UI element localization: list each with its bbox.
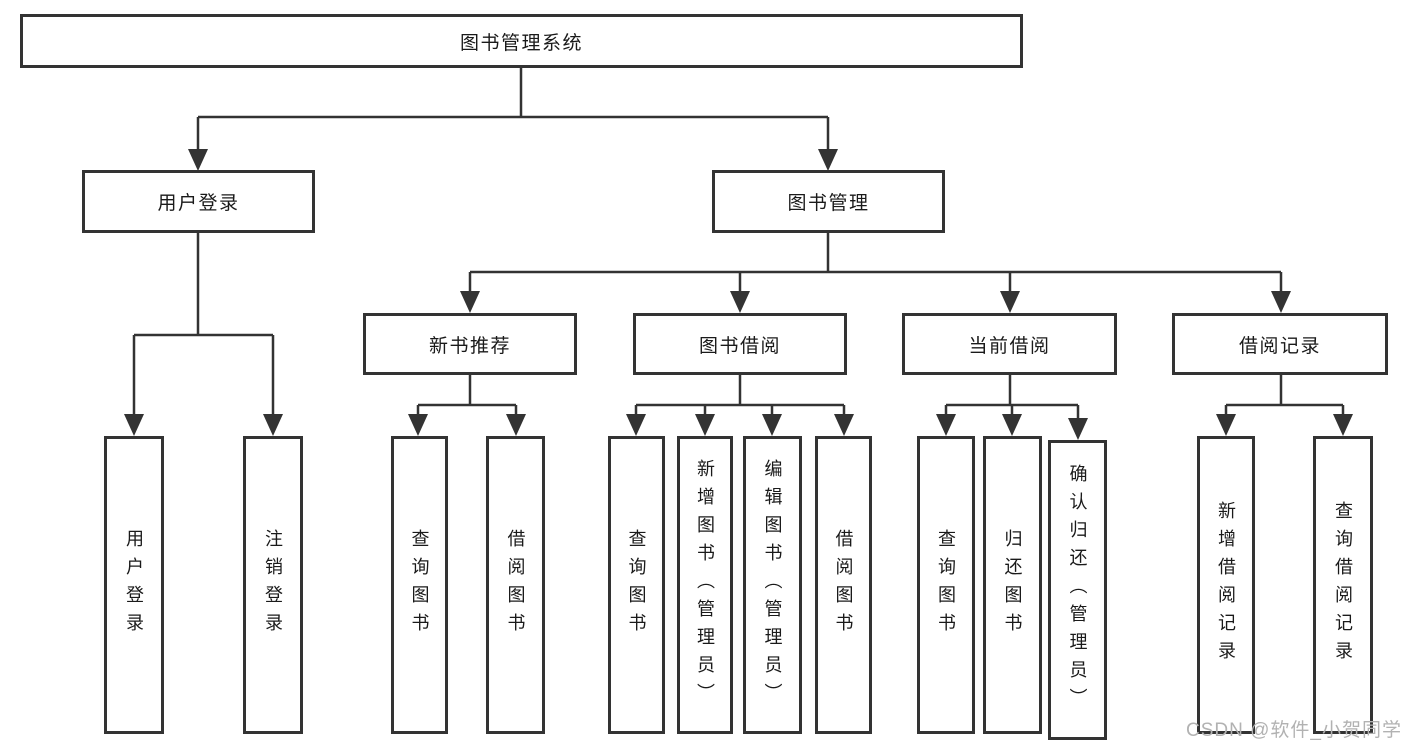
leaf-label: 新增图书（管理员）	[695, 459, 715, 711]
leaf-label: 借阅图书	[505, 529, 526, 641]
leaf-label: 查询图书	[626, 529, 647, 641]
arrowhead	[263, 414, 283, 436]
leaf-logout-login: 注销登录	[243, 436, 303, 734]
connector-current-borrowing	[944, 375, 1080, 421]
arrowhead	[1216, 414, 1236, 436]
leaf-label: 编辑图书（管理员）	[762, 459, 783, 711]
leaf-confirm-return-admin: 确认归还（管理员）	[1048, 440, 1107, 740]
arrowhead	[1000, 291, 1020, 313]
node-label: 图书管理	[787, 193, 870, 214]
arrowhead	[730, 291, 750, 313]
connector-user-login	[132, 233, 275, 417]
node-book-borrowing: 图书借阅	[633, 313, 847, 375]
leaf-label: 新增借阅记录	[1216, 501, 1236, 669]
arrowhead	[818, 149, 838, 171]
arrowhead	[124, 414, 144, 436]
node-label: 图书管理系统	[459, 32, 583, 54]
leaf-label: 注销登录	[263, 529, 283, 641]
arrowhead	[695, 414, 715, 436]
leaf-edit-books-admin: 编辑图书（管理员）	[743, 436, 802, 734]
arrowhead	[506, 414, 526, 436]
node-borrowing-records: 借阅记录	[1172, 313, 1388, 375]
node-label: 图书借阅	[698, 335, 781, 357]
leaf-label: 用户登录	[124, 529, 144, 641]
arrowhead	[626, 414, 646, 436]
arrowhead	[1333, 414, 1353, 436]
connector-book-management	[468, 233, 1283, 294]
arrowhead	[1271, 291, 1291, 313]
node-label: 新书推荐	[428, 335, 511, 357]
arrowhead	[834, 414, 854, 436]
arrowhead	[936, 414, 956, 436]
arrowhead	[762, 414, 782, 436]
leaf-query-books-newrec: 查询图书	[391, 436, 448, 734]
node-label: 借阅记录	[1238, 335, 1321, 357]
leaf-label: 查询图书	[409, 529, 430, 641]
arrowhead	[460, 291, 480, 313]
node-book-management: 图书管理	[712, 170, 945, 233]
node-current-borrowing: 当前借阅	[902, 313, 1117, 375]
node-label: 用户登录	[157, 193, 240, 214]
leaf-add-borrow-record: 新增借阅记录	[1197, 436, 1255, 734]
leaf-label: 查询借阅记录	[1333, 501, 1353, 669]
arrowhead	[1068, 418, 1088, 440]
leaf-user-login: 用户登录	[104, 436, 164, 734]
leaf-query-borrow-record: 查询借阅记录	[1313, 436, 1373, 734]
node-user-login: 用户登录	[82, 170, 315, 233]
leaf-query-books-borrow: 查询图书	[608, 436, 665, 734]
leaf-label: 查询图书	[936, 529, 956, 641]
leaf-borrow-books-newrec: 借阅图书	[486, 436, 545, 734]
leaf-label: 确认归还（管理员）	[1067, 464, 1088, 716]
leaf-query-books-current: 查询图书	[917, 436, 975, 734]
connector-borrowing-records	[1224, 375, 1345, 417]
leaf-add-books-admin: 新增图书（管理员）	[677, 436, 733, 734]
arrowhead	[188, 149, 208, 171]
connector-root	[196, 68, 830, 152]
leaf-borrow-books: 借阅图书	[815, 436, 872, 734]
arrowhead	[1002, 414, 1022, 436]
csdn-watermark: CSDN @软件_小贺同学	[1186, 720, 1402, 741]
connector-new-book-recommend	[416, 375, 518, 417]
connector-book-borrowing	[634, 375, 846, 417]
leaf-label: 借阅图书	[833, 529, 854, 641]
leaf-label: 归还图书	[1002, 529, 1023, 641]
node-label: 当前借阅	[968, 335, 1051, 357]
arrowhead	[408, 414, 428, 436]
node-new-book-recommend: 新书推荐	[363, 313, 577, 375]
node-library-system: 图书管理系统	[20, 14, 1023, 68]
leaf-return-books: 归还图书	[983, 436, 1042, 734]
